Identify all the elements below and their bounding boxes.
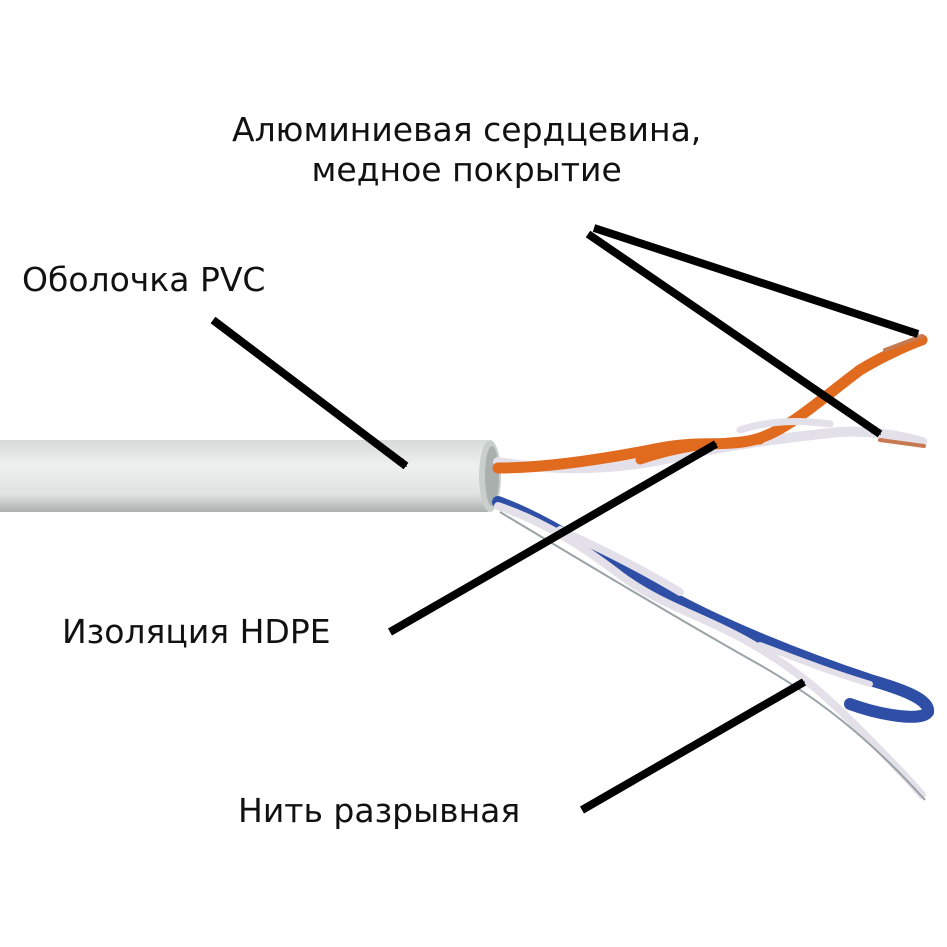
arrow-icon [585,230,883,438]
rip-thread [499,511,926,801]
copper-conductor-tips [878,334,926,448]
label-aluminum-core-line2: медное покрытие [311,149,622,189]
arrow-icon [210,316,409,470]
label-aluminum-core-line1: Алюминиевая сердцевина, [232,110,702,149]
arrow-icon [580,678,806,814]
arrow-icon [388,440,718,636]
label-pvc-sheath: Оболочка PVC [22,260,266,299]
label-rip-thread: Нить разрывная [238,791,521,830]
arrow-icon [592,224,920,338]
label-hdpe-insulation: Изоляция HDPE [62,612,331,651]
cable-sheath [0,440,501,512]
blue-white-pair [492,496,934,799]
label-aluminum-core: Алюминиевая сердцевина, медное покрытие [232,110,701,189]
